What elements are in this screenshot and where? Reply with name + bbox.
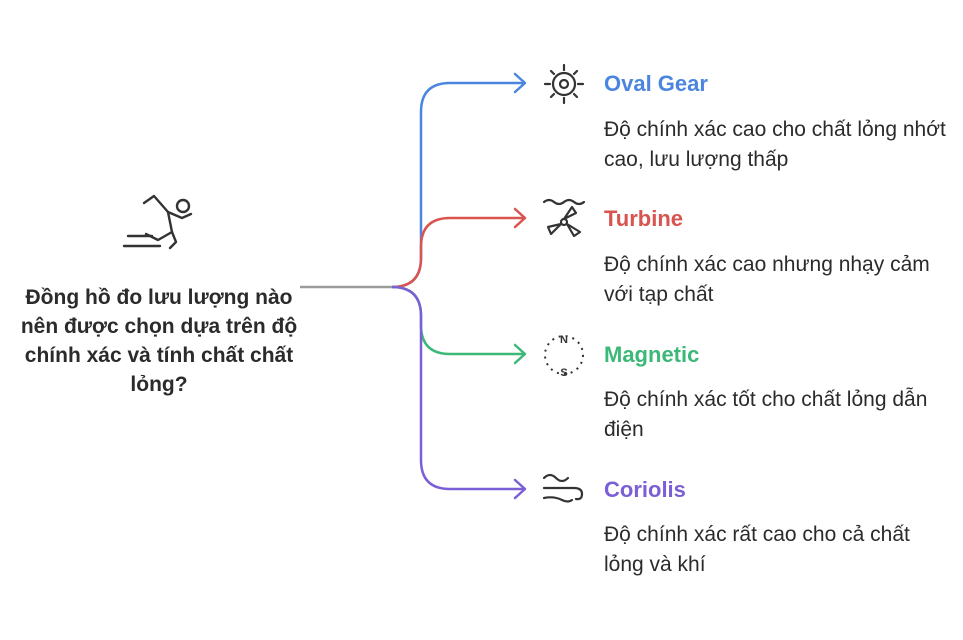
connector-magnetic (391, 285, 525, 356)
wind-icon (542, 473, 584, 503)
connector-coriolis (391, 285, 525, 491)
branch-title-oval-gear: Oval Gear (604, 71, 708, 96)
compass-icon: N S (544, 334, 584, 379)
branch-title-magnetic: Magnetic (604, 342, 700, 367)
connector-oval-gear (391, 81, 525, 289)
falling-person-icon (122, 194, 193, 250)
turbine-icon (542, 198, 586, 238)
gear-icon (543, 63, 585, 105)
compass-north-glyph: N (560, 334, 568, 346)
branch-desc-oval-gear: Độ chính xác cao cho chất lỏng nhớt cao,… (604, 118, 946, 171)
branch-desc-magnetic: Độ chính xác tốt cho chất lỏng dẫn điện (604, 388, 928, 441)
branch-desc-coriolis: Độ chính xác rất cao cho cả chất lỏng và… (604, 523, 910, 576)
branch-title-coriolis: Coriolis (604, 477, 686, 502)
compass-south-glyph: S (560, 367, 567, 379)
arrow-oval-gear (513, 72, 527, 94)
arrow-magnetic (513, 343, 527, 365)
arrow-coriolis (513, 478, 527, 500)
arrow-turbine (513, 207, 527, 229)
connector-turbine (391, 216, 525, 289)
branch-title-turbine: Turbine (604, 206, 684, 231)
central-question: Đồng hồ đo lưu lượng nào nên được chọn d… (20, 286, 298, 396)
branch-desc-turbine: Độ chính xác cao nhưng nhạy cảm với tạp … (604, 253, 930, 306)
